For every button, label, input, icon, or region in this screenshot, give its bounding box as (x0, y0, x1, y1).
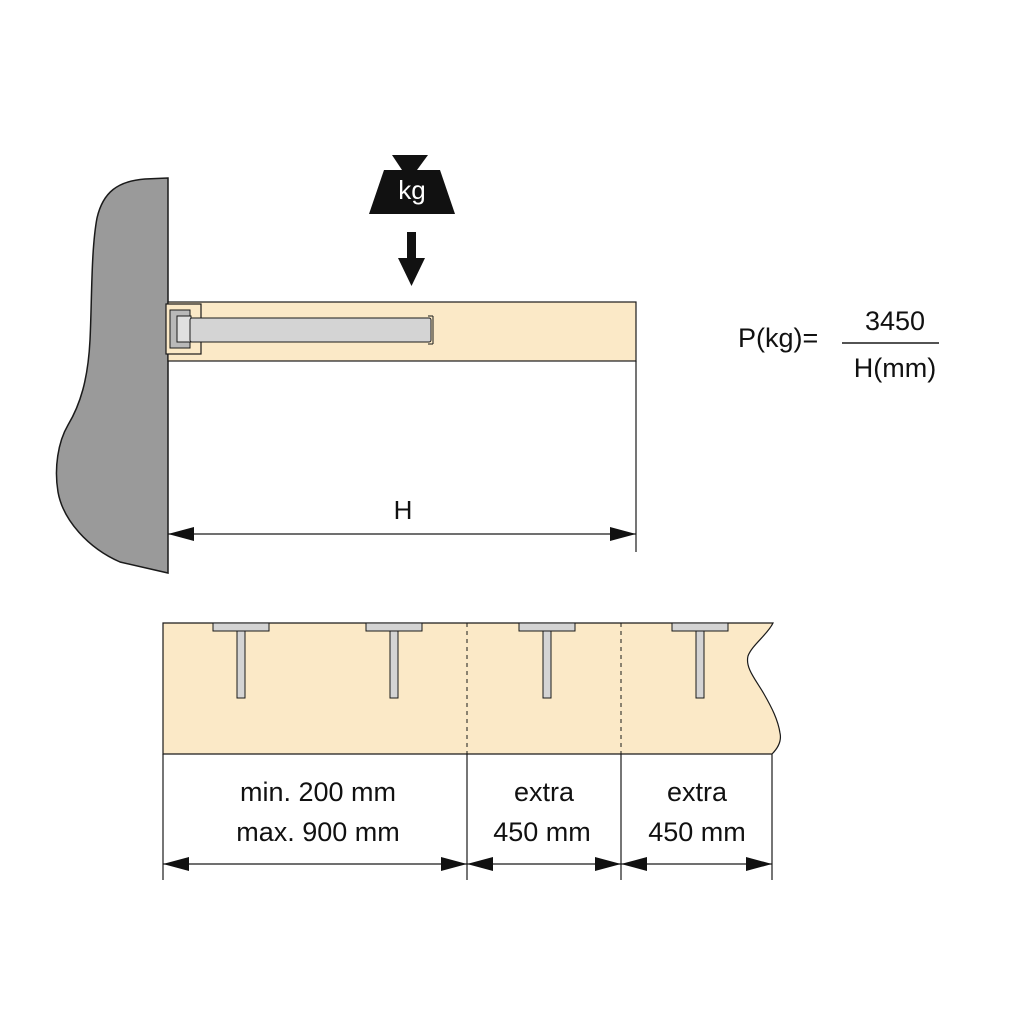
spacing-first-line2: max. 900 mm (236, 817, 400, 847)
hidden-bracket (165, 303, 434, 355)
shelf-board-top (162, 622, 782, 755)
formula-numerator: 3450 (865, 306, 925, 336)
spacing-third-line1: extra (667, 777, 728, 807)
bracket-pin (518, 622, 576, 699)
bracket-pin (671, 622, 729, 699)
spacing-dimension-first (163, 857, 467, 871)
spacing-dimension-second (467, 857, 621, 871)
bracket-rod (189, 317, 432, 343)
height-label: H (394, 495, 413, 525)
top-view: min. 200 mm max. 900 mm extra 450 mm ext… (162, 622, 782, 880)
spacing-first-line1: min. 200 mm (240, 777, 396, 807)
bracket-pin (212, 622, 270, 699)
spacing-second-line1: extra (514, 777, 575, 807)
side-view: kg H (55, 155, 637, 574)
weight-icon: kg (369, 155, 455, 214)
down-arrow-icon (398, 232, 425, 286)
formula-denominator: H(mm) (854, 353, 936, 383)
spacing-dimension-third (621, 857, 772, 871)
bracket-pin (365, 622, 423, 699)
spacing-third-line2: 450 mm (648, 817, 746, 847)
weight-label: kg (398, 175, 425, 205)
spacing-second-line2: 450 mm (493, 817, 591, 847)
wall (55, 177, 169, 574)
load-formula: P(kg)= 3450 H(mm) (738, 306, 939, 383)
spacing-extension-lines (162, 754, 773, 880)
dimension-h: H (168, 361, 637, 552)
formula-lhs: P(kg)= (738, 323, 818, 353)
